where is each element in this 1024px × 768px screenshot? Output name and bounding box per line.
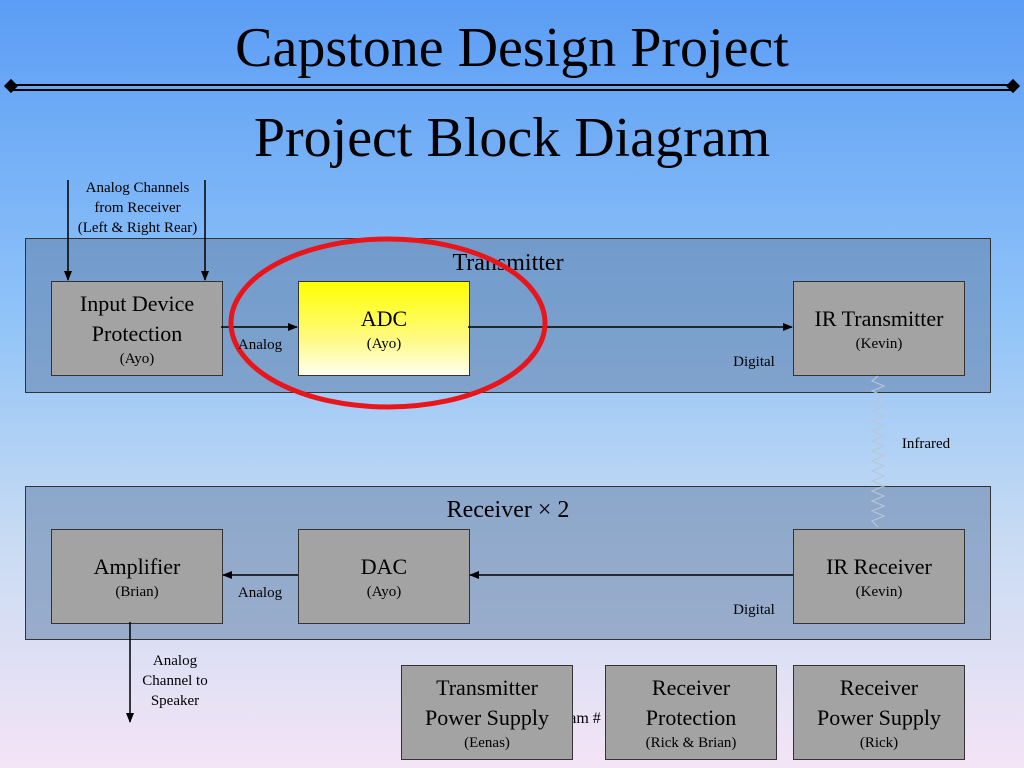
block-name: IR Receiver — [826, 553, 932, 579]
block-name: Protection — [91, 320, 183, 346]
infrared-link — [870, 375, 886, 528]
block-owner: (Rick & Brian) — [645, 734, 737, 751]
block-name: Receiver — [651, 674, 731, 700]
receiver-protection-block: Receiver Protection (Rick & Brian) — [605, 665, 777, 760]
block-name: Input Device — [79, 290, 195, 316]
receiver-power-supply-block: Receiver Power Supply (Rick) — [793, 665, 965, 760]
infrared-label: Infrared — [901, 436, 951, 452]
block-name: Power Supply — [424, 704, 550, 730]
slide-title: Capstone Design Project — [235, 17, 789, 79]
slide-subtitle: Project Block Diagram — [253, 107, 771, 169]
block-name: Transmitter — [436, 674, 538, 700]
block-name: ADC — [360, 305, 408, 331]
ir-receiver-block: IR Receiver (Kevin) — [793, 529, 965, 624]
transmitter-power-supply-block: Transmitter Power Supply (Eenas) — [401, 665, 573, 760]
adc-highlight-ellipse — [228, 236, 548, 410]
block-owner: (Kevin) — [855, 583, 903, 600]
receiver-group-label: Receiver × 2 — [446, 497, 570, 523]
title-divider — [10, 84, 1014, 86]
label-line: Analog Channels — [85, 180, 190, 196]
rx-analog-label: Analog — [237, 585, 283, 601]
input-device-protection-block: Input Device Protection (Ayo) — [51, 281, 223, 376]
block-name: Receiver — [839, 674, 919, 700]
block-name: Power Supply — [816, 704, 942, 730]
speaker-channel-label: Analog Channel to Speaker — [130, 651, 220, 711]
block-owner: (Eenas) — [464, 734, 510, 751]
label-line: Channel to — [142, 673, 208, 689]
block-owner: (Ayo) — [119, 350, 155, 367]
block-owner: (Ayo) — [366, 335, 402, 352]
rx-digital-label: Digital — [733, 602, 775, 618]
label-line: from Receiver — [94, 200, 181, 216]
tx-analog-label: Analog — [237, 337, 283, 353]
adc-block: ADC (Ayo) — [298, 281, 470, 376]
block-name: Protection — [645, 704, 737, 730]
block-owner: (Ayo) — [366, 583, 402, 600]
label-line: Speaker — [150, 693, 200, 709]
block-owner: (Kevin) — [855, 335, 903, 352]
amplifier-block: Amplifier (Brian) — [51, 529, 223, 624]
ir-transmitter-block: IR Transmitter (Kevin) — [793, 281, 965, 376]
title-divider-lower — [10, 89, 1014, 91]
label-line: Analog — [152, 653, 198, 669]
footer-partial-text: am # — [569, 710, 601, 727]
label-line: (Left & Right Rear) — [77, 220, 198, 236]
tx-digital-label: Digital — [733, 354, 775, 370]
analog-channels-label: Analog Channels from Receiver (Left & Ri… — [55, 178, 220, 238]
block-name: IR Transmitter — [814, 305, 944, 331]
dac-block: DAC (Ayo) — [298, 529, 470, 624]
block-owner: (Rick) — [859, 734, 899, 751]
block-name: Amplifier — [93, 553, 181, 579]
block-name: DAC — [360, 553, 408, 579]
block-owner: (Brian) — [115, 583, 159, 600]
